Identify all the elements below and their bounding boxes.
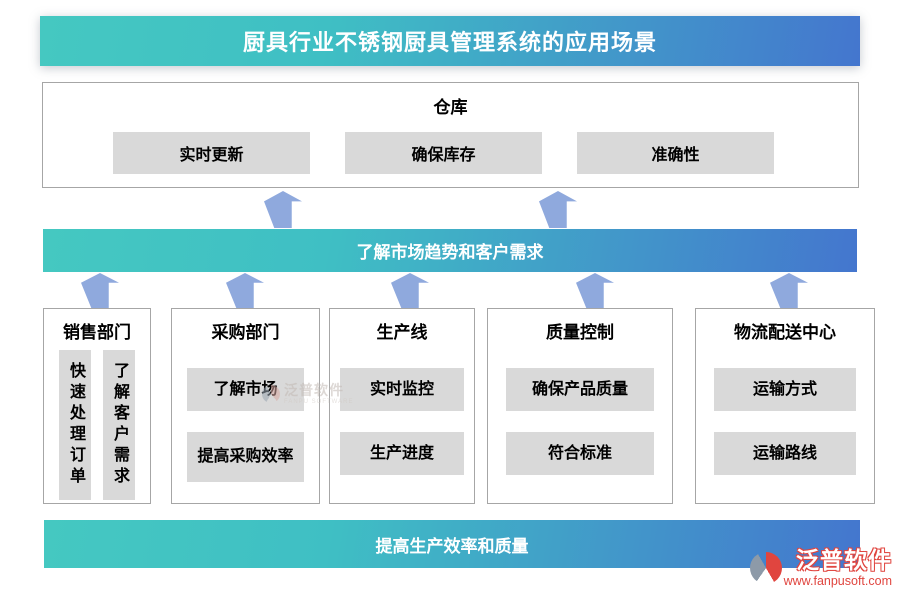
warehouse-node-realtime-update: 实时更新 (113, 132, 310, 174)
dept-body-sales: 快速处理订单 了解客户需求 (44, 350, 150, 500)
result-banner: 提高生产效率和质量 (44, 520, 860, 568)
dept-node-meet-standards: 符合标准 (506, 432, 654, 475)
warehouse-item-row: 实时更新 确保库存 准确性 (113, 132, 774, 174)
up-arrow-icon (391, 273, 429, 308)
dept-title-production-line: 生产线 (376, 323, 428, 342)
dept-node-production-progress: 生产进度 (340, 432, 464, 475)
warehouse-title: 仓库 (433, 98, 468, 117)
warehouse-node-ensure-stock: 确保库存 (345, 132, 542, 174)
warehouse-box: 仓库 实时更新 确保库存 准确性 (42, 82, 859, 188)
dept-body-purchasing: 了解市场 提高采购效率 (172, 343, 319, 482)
dept-box-quality-control: 质量控制 确保产品质量 符合标准 (487, 308, 673, 504)
up-arrow-icon (539, 191, 577, 228)
dept-title-purchasing: 采购部门 (211, 323, 280, 342)
dept-body-production-line: 实时监控 生产进度 (330, 343, 474, 475)
dept-body-quality-control: 确保产品质量 符合标准 (488, 343, 672, 475)
dept-title-logistics-center: 物流配送中心 (734, 323, 836, 342)
logo-brand-name: 泛普软件 (796, 547, 892, 573)
up-arrow-icon (226, 273, 264, 308)
dept-node-ensure-product-quality: 确保产品质量 (506, 368, 654, 411)
dept-node-understand-market: 了解市场 (186, 368, 305, 411)
dept-node-understand-customer-needs: 了解客户需求 (103, 350, 135, 500)
dept-box-sales: 销售部门 快速处理订单 了解客户需求 (43, 308, 151, 504)
dept-node-realtime-monitoring: 实时监控 (340, 368, 464, 411)
dept-body-logistics-center: 运输方式 运输路线 (696, 343, 874, 475)
dept-box-purchasing: 采购部门 了解市场 提高采购效率 (171, 308, 320, 504)
logo-website-link[interactable]: www.fanpusoft.com (783, 574, 892, 588)
dept-node-improve-purchasing-efficiency: 提高采购效率 (186, 432, 305, 482)
dept-node-fast-order-processing: 快速处理订单 (59, 350, 91, 500)
fanpu-logo: 泛普软件 www.fanpusoft.com (749, 547, 892, 588)
dept-title-quality-control: 质量控制 (546, 323, 614, 342)
dept-box-production-line: 生产线 实时监控 生产进度 (329, 308, 475, 504)
up-arrow-icon (264, 191, 302, 228)
market-banner: 了解市场趋势和客户需求 (43, 229, 857, 272)
dept-title-sales: 销售部门 (63, 323, 131, 342)
up-arrow-icon (576, 273, 614, 308)
dept-box-logistics-center: 物流配送中心 运输方式 运输路线 (695, 308, 875, 504)
warehouse-node-accuracy: 准确性 (577, 132, 774, 174)
up-arrow-icon (81, 273, 119, 308)
fanpu-logo-icon (749, 552, 782, 584)
up-arrow-icon (770, 273, 808, 308)
dept-node-transport-route: 运输路线 (713, 432, 857, 475)
dept-node-transport-mode: 运输方式 (713, 368, 857, 411)
page-title: 厨具行业不锈钢厨具管理系统的应用场景 (40, 16, 860, 66)
